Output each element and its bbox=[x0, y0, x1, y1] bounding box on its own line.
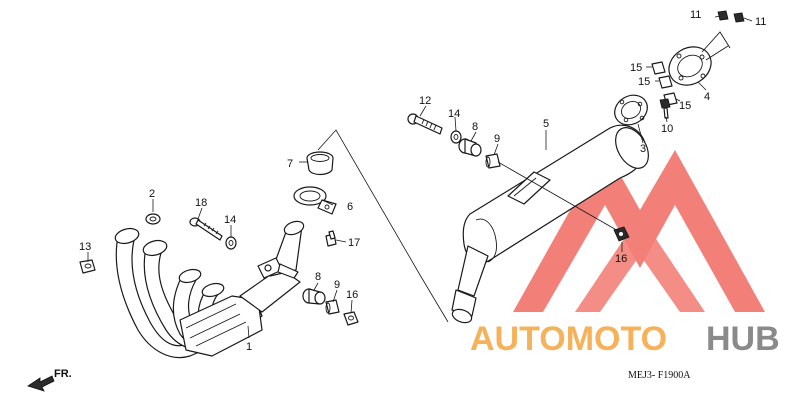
callout-9-right: 9 bbox=[494, 133, 500, 145]
front-arrow-icon bbox=[27, 375, 55, 392]
part-11-bolts bbox=[717, 10, 745, 23]
part-17-bolt bbox=[325, 230, 337, 247]
callout-6: 6 bbox=[347, 201, 353, 213]
callout-2: 2 bbox=[149, 188, 155, 200]
part-13-nut bbox=[79, 259, 96, 274]
callout-17: 17 bbox=[348, 237, 360, 249]
callout-15c: 15 bbox=[679, 100, 691, 112]
part-15-nuts bbox=[651, 61, 678, 106]
callout-14-left: 14 bbox=[224, 214, 236, 226]
part-8-rubber-right bbox=[458, 138, 482, 157]
drawing-code: MEJ3- F1900A bbox=[628, 370, 691, 381]
part-9-collar-right bbox=[485, 153, 501, 169]
exhaust-pipe-headers bbox=[114, 220, 305, 359]
front-label: FR. bbox=[54, 368, 72, 380]
part-10-bolt bbox=[659, 98, 671, 119]
part-14-washer-right bbox=[450, 130, 462, 144]
part-16-nut-left bbox=[343, 311, 359, 326]
part-14-washer-left bbox=[225, 236, 237, 250]
part-3-gasket bbox=[614, 94, 648, 126]
watermark-triangle-inner bbox=[575, 215, 705, 312]
callout-10: 10 bbox=[661, 123, 673, 135]
callout-3: 3 bbox=[640, 143, 646, 155]
part-2-gasket bbox=[145, 213, 161, 225]
part-4-end-cover bbox=[668, 31, 731, 86]
callout-1: 1 bbox=[246, 341, 252, 353]
part-18-bolt bbox=[189, 217, 223, 241]
callout-11b: 11 bbox=[755, 16, 766, 28]
callout-8-left: 8 bbox=[315, 271, 321, 283]
callout-5: 5 bbox=[543, 118, 549, 130]
callout-labels: 11 11 15 15 15 4 10 3 12 14 8 9 5 7 6 2 … bbox=[79, 9, 766, 353]
part-9-collar-left bbox=[325, 299, 340, 315]
watermark-logo bbox=[513, 148, 765, 312]
callout-14-right: 14 bbox=[448, 108, 460, 120]
callout-8-right: 8 bbox=[472, 121, 478, 133]
callout-7: 7 bbox=[287, 158, 293, 170]
callout-16-right: 16 bbox=[615, 253, 627, 265]
callout-13: 13 bbox=[79, 241, 91, 253]
callout-9-left: 9 bbox=[334, 279, 340, 291]
callout-18: 18 bbox=[195, 197, 207, 209]
part-12-bolt bbox=[407, 113, 443, 135]
front-direction-indicator: FR. bbox=[27, 368, 72, 392]
part-8-rubber-left bbox=[302, 288, 326, 305]
watermark-text-automoto: AUTOMOTO bbox=[470, 320, 667, 358]
part-7-joint-collar bbox=[306, 151, 334, 176]
watermark-text: AUTOMOTO HUB bbox=[470, 320, 780, 358]
callout-15a: 15 bbox=[630, 62, 642, 74]
leader-lines bbox=[87, 15, 753, 339]
callout-15b: 15 bbox=[638, 76, 650, 88]
callout-4: 4 bbox=[704, 91, 710, 103]
callout-11a: 11 bbox=[690, 9, 701, 21]
watermark-text-hub: HUB bbox=[706, 320, 780, 358]
callout-12: 12 bbox=[419, 95, 431, 107]
callout-16-left: 16 bbox=[346, 289, 358, 301]
part-6-band-clamp bbox=[293, 186, 337, 215]
